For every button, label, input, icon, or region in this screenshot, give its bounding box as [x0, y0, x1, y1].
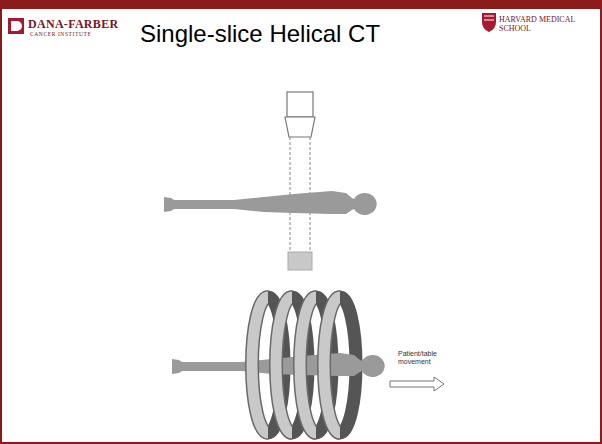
- dana-farber-icon-mark: [11, 21, 22, 31]
- arrow-label: Patient/table movement: [398, 350, 448, 366]
- harvard-shield-lines: [484, 16, 494, 20]
- logo-subtext: CANCER INSTITUTE: [30, 31, 91, 37]
- patient-silhouette: [164, 191, 377, 215]
- movement-arrow: [390, 377, 444, 391]
- logo-text: HARVARD MEDICAL: [499, 15, 575, 24]
- detector: [288, 252, 312, 270]
- helix-front: [252, 297, 340, 433]
- collimator: [285, 117, 315, 137]
- logo-text: DANA-FARBER: [28, 17, 118, 32]
- top-bar: [0, 0, 602, 9]
- harvard-shield: [482, 13, 496, 32]
- x-ray-tube: [287, 92, 313, 117]
- dana-farber-icon: [8, 18, 24, 34]
- logo-text: SCHOOL: [499, 24, 531, 33]
- slide-title: Single-slice Helical CT: [140, 20, 380, 48]
